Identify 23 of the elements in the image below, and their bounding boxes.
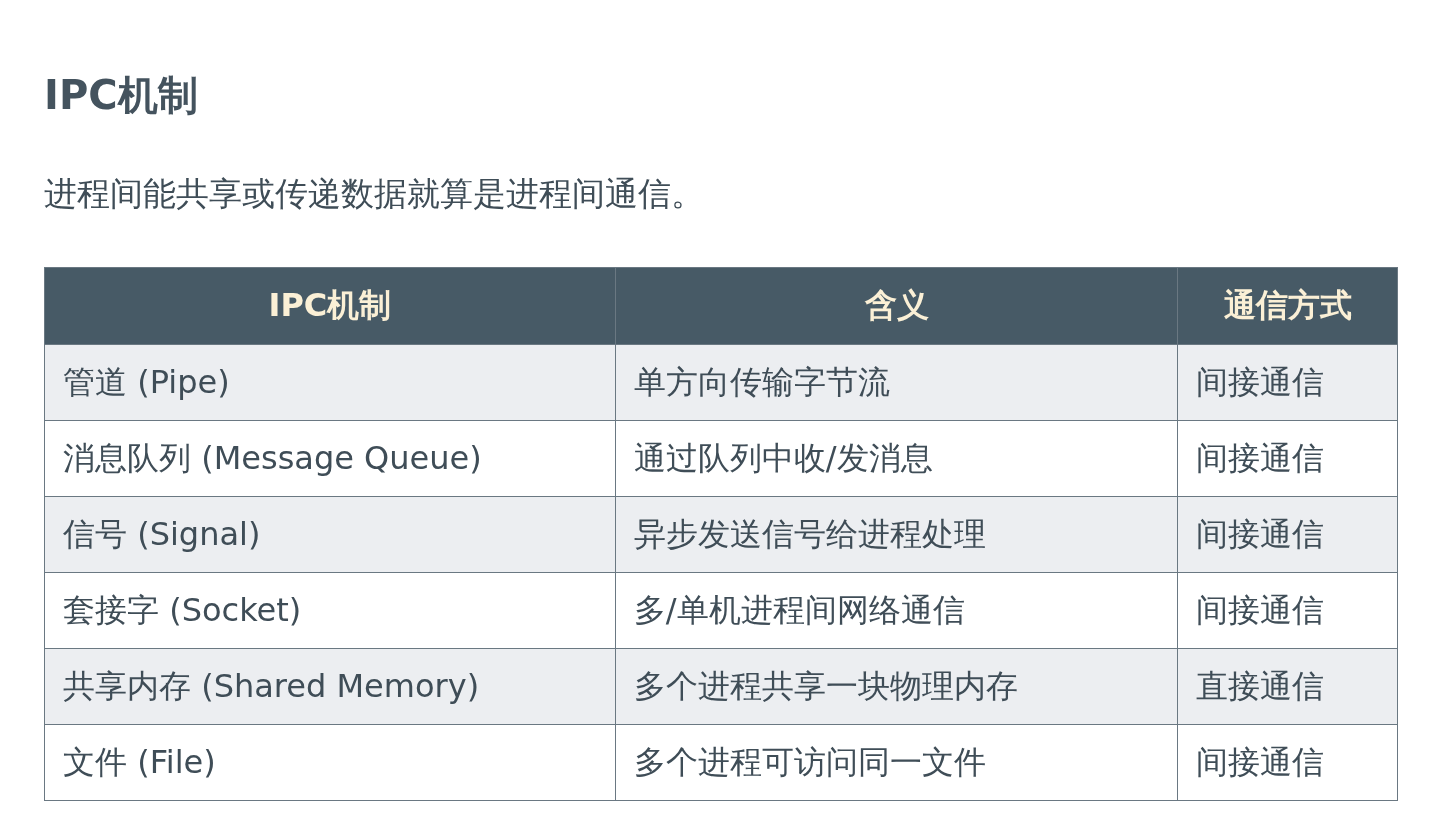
table-cell: 套接字 (Socket) xyxy=(44,572,616,649)
table-cell: 间接通信 xyxy=(1178,420,1398,497)
table-cell: 间接通信 xyxy=(1178,572,1398,649)
table-cell: 信号 (Signal) xyxy=(44,496,616,573)
column-header: IPC机制 xyxy=(44,267,616,345)
table-cell: 异步发送信号给进程处理 xyxy=(615,496,1178,573)
table-cell: 共享内存 (Shared Memory) xyxy=(44,648,616,725)
table-cell: 通过队列中收/发消息 xyxy=(615,420,1178,497)
table-cell: 多个进程共享一块物理内存 xyxy=(615,648,1178,725)
table-cell: 管道 (Pipe) xyxy=(44,344,616,421)
column-header: 通信方式 xyxy=(1178,267,1398,345)
table-cell: 多/单机进程间网络通信 xyxy=(615,572,1178,649)
table-cell: 多个进程可访问同一文件 xyxy=(615,724,1178,801)
table-cell: 间接通信 xyxy=(1178,724,1398,801)
column-header: 含义 xyxy=(615,267,1178,345)
page-title: IPC机制 xyxy=(44,71,198,120)
table-cell: 直接通信 xyxy=(1178,648,1398,725)
intro-text: 进程间能共享或传递数据就算是进程间通信。 xyxy=(44,173,704,215)
table-cell: 单方向传输字节流 xyxy=(615,344,1178,421)
table-cell: 消息队列 (Message Queue) xyxy=(44,420,616,497)
table-cell: 间接通信 xyxy=(1178,496,1398,573)
table-cell: 文件 (File) xyxy=(44,724,616,801)
table-cell: 间接通信 xyxy=(1178,344,1398,421)
